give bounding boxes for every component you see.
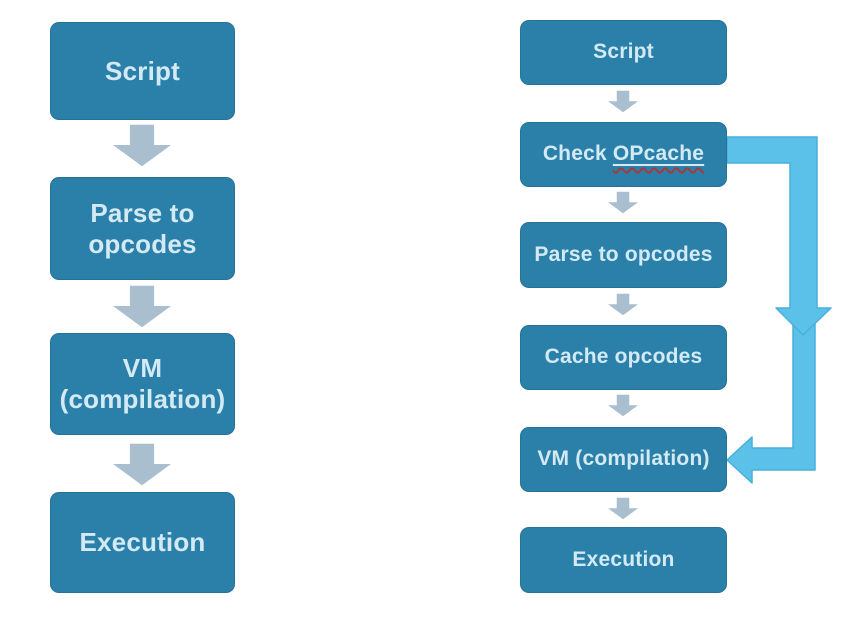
down-arrow-icon [608, 293, 638, 316]
flow-node-execution: Execution [50, 492, 235, 593]
flow-node-script: Script [520, 20, 727, 85]
node-label: Cache opcodes [544, 345, 703, 369]
bypass-arrow-from-check-opcache [726, 136, 832, 336]
down-arrow-icon [113, 285, 171, 328]
down-arrow-icon [608, 394, 638, 417]
node-label-underlined: OPcache [612, 142, 705, 166]
down-arrow-icon [113, 443, 171, 486]
misspelling-wavy-underline: OPcache [613, 142, 704, 165]
flow-node-parse-to-opcodes: Parse to opcodes [520, 222, 727, 288]
node-label: Execution [79, 527, 206, 558]
flow-node-cache-opcodes: Cache opcodes [520, 325, 727, 390]
node-label: VM (compilation) [537, 447, 710, 471]
bypass-arrow-into-vm [726, 317, 816, 484]
node-label: Parse to opcodes [534, 242, 713, 266]
node-label: Execution [572, 547, 675, 571]
flow-node-vm-compilation: VM (compilation) [520, 427, 727, 492]
node-label: Script [593, 40, 654, 64]
node-label: Script [105, 55, 180, 86]
flow-node-check-opcache: Check OPcache [520, 122, 727, 187]
down-arrow-icon [608, 497, 638, 520]
down-arrow-icon [113, 124, 171, 167]
flow-node-execution: Execution [520, 527, 727, 593]
node-label: Check OPcache [543, 142, 704, 167]
node-label-prefix: Check [542, 142, 613, 166]
flow-node-vm-compilation: VM (compilation) [50, 333, 235, 435]
down-arrow-icon [608, 90, 638, 113]
down-arrow-icon [608, 191, 638, 214]
node-label: VM (compilation) [59, 353, 226, 414]
flow-node-script: Script [50, 22, 235, 120]
node-label: Parse to opcodes [88, 197, 197, 259]
flow-node-parse-to-opcodes: Parse to opcodes [50, 177, 235, 280]
